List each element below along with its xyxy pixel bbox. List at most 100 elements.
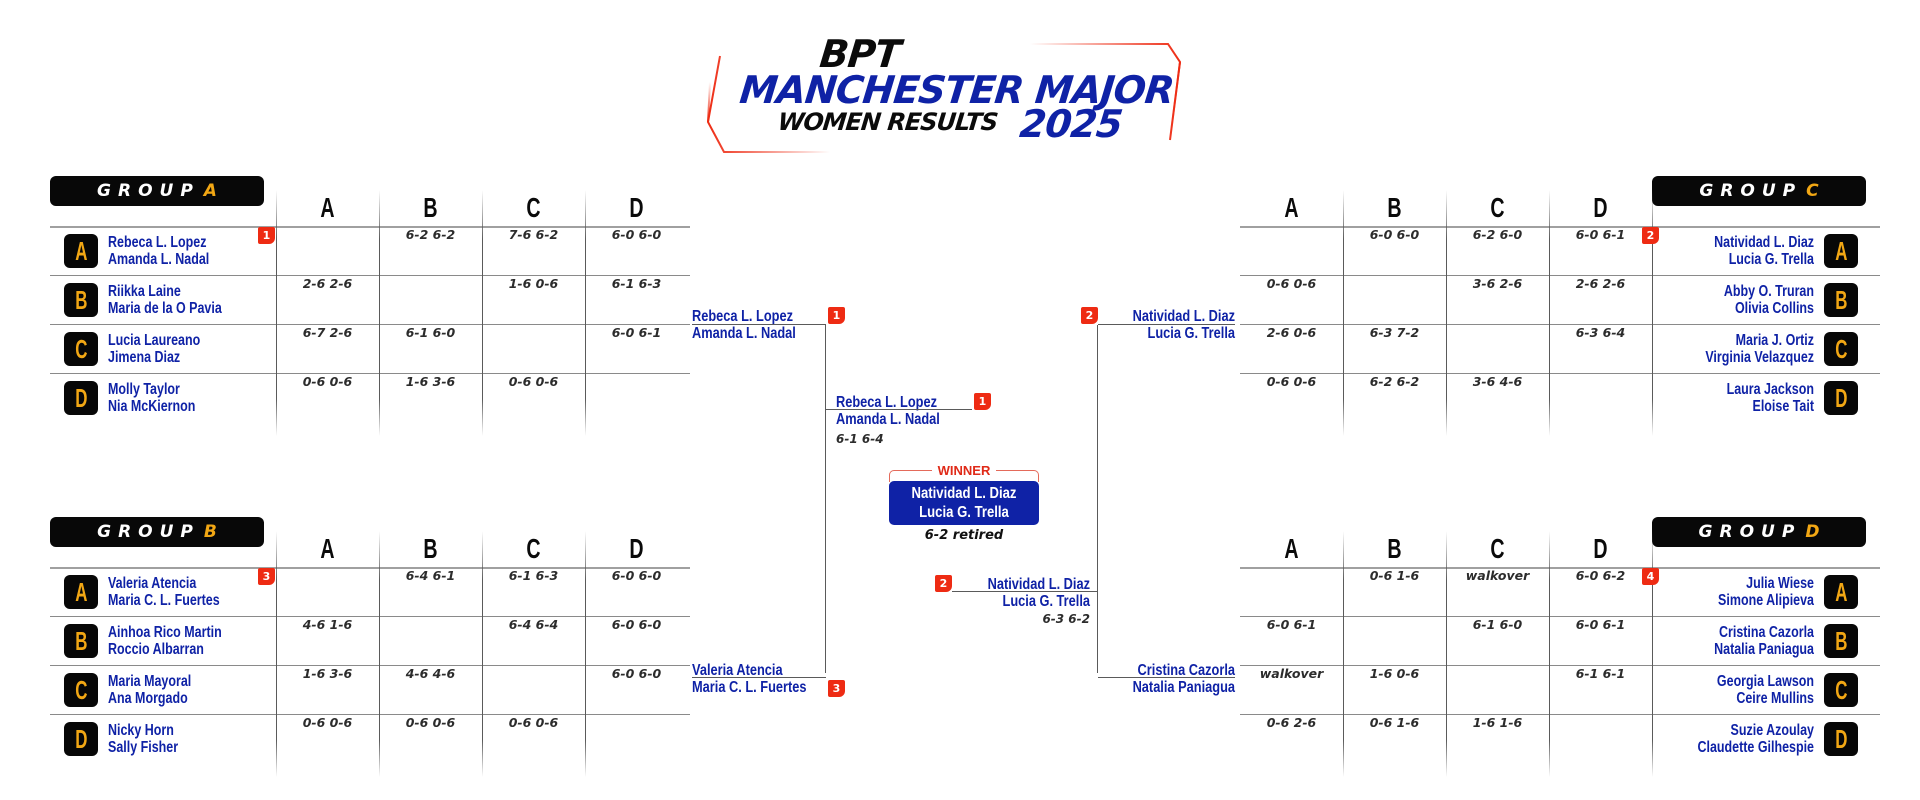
row-divider bbox=[1240, 275, 1880, 276]
player-name: Georgia Lawson bbox=[1716, 673, 1814, 690]
score-cell: 6-0 6-2 bbox=[1575, 568, 1626, 583]
column-divider bbox=[1343, 531, 1344, 777]
semi-right-top-pair: Natividad L. Diaz Lucia G. Trella bbox=[1095, 308, 1235, 342]
player-name: Amanda L. Nadal bbox=[692, 325, 796, 342]
seed-letter-badge: C bbox=[1824, 673, 1858, 707]
score-cell: 6-1 6-3 bbox=[611, 276, 662, 291]
score-cell: 0-6 0-6 bbox=[405, 715, 456, 730]
seed-letter: A bbox=[1834, 576, 1848, 607]
seed-letter: D bbox=[1834, 382, 1848, 413]
seed-letter: B bbox=[74, 284, 88, 315]
score-cell-empty bbox=[276, 227, 379, 276]
score-cell: 4-6 4-6 bbox=[405, 666, 456, 681]
winner-player-1: Natividad L. Diaz bbox=[911, 485, 1017, 502]
score-cell: 1-6 1-6 bbox=[1472, 715, 1523, 730]
score-cell: 2-6 2-6 bbox=[302, 276, 353, 291]
column-header-d: D bbox=[629, 192, 644, 223]
score-cell: 0-6 0-6 bbox=[302, 715, 353, 730]
column-header-d: D bbox=[1593, 533, 1608, 564]
column-divider bbox=[1549, 190, 1550, 436]
score-cell: 0-6 0-6 bbox=[1266, 276, 1317, 291]
winner-player-2: Lucia G. Trella bbox=[919, 504, 1009, 521]
final-left-pair: Rebeca L. Lopez Amanda L. Nadal bbox=[836, 394, 966, 428]
group-label-text: GROUP bbox=[1699, 181, 1803, 201]
score-cell: 2-6 0-6 bbox=[1266, 325, 1317, 340]
player-name: Rebeca L. Lopez bbox=[836, 394, 937, 411]
final-right-pair: Natividad L. Diaz Lucia G. Trella bbox=[950, 576, 1090, 610]
seed-letter: B bbox=[1834, 284, 1848, 315]
player-name: Ainhoa Rico Martin bbox=[108, 624, 222, 641]
rank-badge: 1 bbox=[828, 307, 845, 324]
player-name: Rebeca L. Lopez bbox=[108, 234, 207, 251]
semi-right-bottom-pair: Cristina Cazorla Natalia Paniagua bbox=[1095, 662, 1235, 696]
title-subtitle: WOMEN RESULTS bbox=[776, 108, 999, 136]
player-name: Jimena Diaz bbox=[108, 349, 181, 366]
player-name: Lucia G. Trella bbox=[1728, 251, 1814, 268]
player-name: Maria J. Ortiz bbox=[1735, 332, 1814, 349]
column-divider bbox=[1446, 531, 1447, 777]
column-header-b: B bbox=[1387, 533, 1402, 564]
score-cell: 6-3 7-2 bbox=[1369, 325, 1420, 340]
seed-letter: C bbox=[74, 333, 88, 364]
row-divider bbox=[1240, 714, 1880, 715]
column-header-d: D bbox=[629, 533, 644, 564]
score-cell-empty bbox=[1549, 374, 1652, 423]
column-header-a: A bbox=[320, 192, 335, 223]
player-name: Virginia Velazquez bbox=[1705, 349, 1814, 366]
final-score: 6-2 retired bbox=[924, 528, 1004, 543]
seed-letter-badge: D bbox=[1824, 722, 1858, 756]
row-divider bbox=[50, 226, 690, 228]
score-cell: 1-6 3-6 bbox=[405, 374, 456, 389]
column-divider bbox=[379, 531, 380, 777]
row-divider bbox=[50, 616, 690, 617]
score-cell: 3-6 2-6 bbox=[1472, 276, 1523, 291]
seed-letter-badge: D bbox=[64, 722, 98, 756]
score-cell-empty bbox=[482, 666, 585, 715]
player-name: Roccio Albarran bbox=[108, 641, 204, 658]
score-cell: 6-2 6-2 bbox=[405, 227, 456, 242]
score-cell: 0-6 0-6 bbox=[302, 374, 353, 389]
player-name: Lucia G. Trella bbox=[1002, 593, 1091, 610]
seed-letter: C bbox=[1834, 333, 1848, 364]
group-letter: A bbox=[203, 181, 217, 201]
row-divider bbox=[50, 714, 690, 715]
rank-badge: 1 bbox=[258, 227, 275, 244]
score-cell: 6-1 6-3 bbox=[508, 568, 559, 583]
seed-letter-badge: B bbox=[1824, 283, 1858, 317]
column-divider bbox=[1446, 190, 1447, 436]
match-score: 6-1 6-4 bbox=[836, 432, 884, 446]
player-name: Simone Alipieva bbox=[1718, 592, 1814, 609]
semi-left-bottom-pair: Valeria Atencia Maria C. L. Fuertes bbox=[692, 662, 835, 696]
row-divider bbox=[50, 373, 690, 374]
row-divider bbox=[1240, 324, 1880, 325]
score-cell: 6-0 6-0 bbox=[1369, 227, 1420, 242]
score-cell: 6-0 6-0 bbox=[611, 568, 662, 583]
seed-letter: A bbox=[1834, 235, 1848, 266]
player-name: Suzie Azoulay bbox=[1730, 722, 1814, 739]
player-name: Claudette Gilhespie bbox=[1697, 739, 1814, 756]
score-cell: 0-6 2-6 bbox=[1266, 715, 1317, 730]
player-name: Nicky Horn bbox=[108, 722, 174, 739]
column-header-c: C bbox=[1490, 192, 1505, 223]
rank-badge: 2 bbox=[1642, 227, 1659, 244]
score-cell: 1-6 3-6 bbox=[302, 666, 353, 681]
bracket-line bbox=[692, 324, 826, 325]
score-cell-empty bbox=[276, 568, 379, 617]
group-label-text: GROUP bbox=[1698, 522, 1802, 542]
player-name: Riikka Laine bbox=[108, 283, 181, 300]
player-name: Julia Wiese bbox=[1746, 575, 1814, 592]
column-header-c: C bbox=[526, 192, 541, 223]
score-cell: 0-6 0-6 bbox=[1266, 374, 1317, 389]
